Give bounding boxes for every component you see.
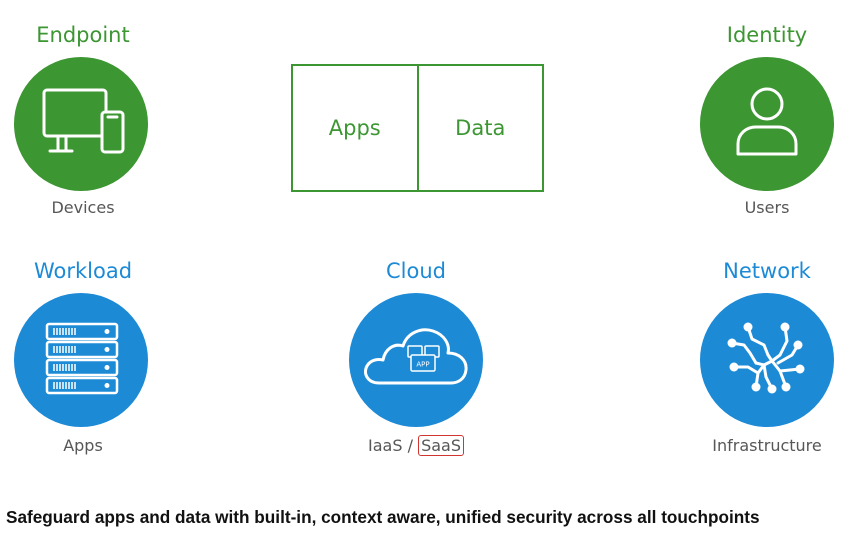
network-heading: Network xyxy=(723,259,811,283)
cloud-heading: Cloud xyxy=(386,259,446,283)
cloud-app-icon: APP xyxy=(364,328,468,385)
endpoint-circle xyxy=(14,57,148,191)
devices-icon xyxy=(42,88,125,154)
network-icon xyxy=(727,322,805,394)
apps-data-box: Apps Data xyxy=(291,64,544,192)
network-caption: Infrastructure xyxy=(712,436,822,455)
network-circle xyxy=(700,293,834,427)
endpoint-caption: Devices xyxy=(51,198,115,217)
identity-caption: Users xyxy=(744,198,790,217)
server-rack-icon xyxy=(45,322,119,395)
cloud-caption: IaaS / SaaS xyxy=(306,435,526,456)
workload-caption: Apps xyxy=(63,436,103,455)
user-icon xyxy=(736,87,798,156)
workload-heading: Workload xyxy=(33,259,133,283)
box-apps-label: Apps xyxy=(328,116,381,140)
identity-circle xyxy=(700,57,834,191)
identity-heading: Identity xyxy=(726,23,808,47)
cloud-app-label: APP xyxy=(416,361,429,369)
cloud-circle: APP xyxy=(349,293,483,427)
endpoint-heading: Endpoint xyxy=(36,23,130,47)
saas-highlight: SaaS xyxy=(418,435,464,456)
box-data-label: Data xyxy=(416,66,543,190)
footer-tagline: Safeguard apps and data with built-in, c… xyxy=(6,507,760,527)
workload-circle xyxy=(14,293,148,427)
cloud-caption-prefix: IaaS / xyxy=(368,436,419,455)
